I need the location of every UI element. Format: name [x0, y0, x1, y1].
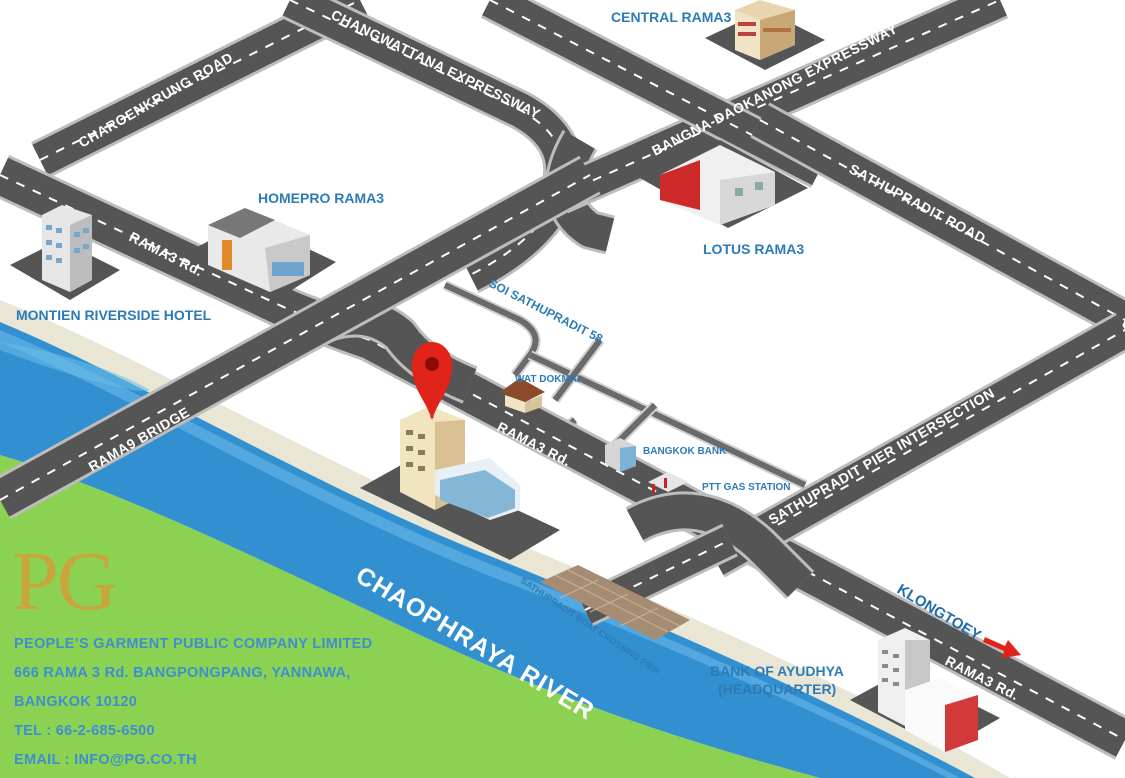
company-email[interactable]: EMAIL : INFO@PG.CO.TH	[14, 752, 197, 768]
label-sathupradit-road: SATHUPRADIT ROAD	[847, 161, 989, 247]
company-name: PEOPLE’S GARMENT PUBLIC COMPANY LIMITED	[14, 636, 373, 652]
label-bangkok-bank: BANGKOK BANK	[643, 446, 727, 457]
road-pier-flyover	[625, 491, 815, 600]
ptt-station	[648, 472, 688, 494]
boat-pier	[540, 565, 690, 640]
homepro-building	[208, 208, 310, 292]
direction-arrow	[983, 637, 1021, 658]
label-charoenkrung-road: CHAROENKRUNG ROAD	[76, 49, 236, 151]
label-wat-dokmai: WAT DOKMAI	[515, 374, 580, 385]
label-montien-hotel: MONTIEN RIVERSIDE HOTEL	[16, 307, 212, 323]
montien-building	[42, 205, 92, 292]
label-lotus-rama3: LOTUS RAMA3	[703, 241, 804, 257]
road-sathupradit	[750, 102, 1125, 338]
location-marker	[412, 342, 452, 420]
company-tel: TEL : 66-2-685-6500	[14, 723, 155, 739]
river-highlight	[0, 330, 960, 778]
grass-area	[0, 455, 820, 778]
road-rama9-bridge	[0, 155, 601, 520]
wat-dokmai-building	[500, 378, 545, 413]
label-bank-ayudhya-hq: (HEADQUARTER)	[718, 681, 836, 697]
river-wave-light	[0, 342, 150, 391]
pg-building	[400, 406, 520, 520]
central-building	[735, 0, 795, 60]
bangkok-bank-building	[605, 438, 636, 472]
company-info: PEOPLE’S GARMENT PUBLIC COMPANY LIMITED …	[14, 630, 372, 775]
chaophraya-river	[0, 322, 975, 778]
company-address-line2: BANGKOK 10120	[14, 694, 138, 710]
pier-grid	[554, 569, 681, 633]
label-homepro-rama3: HOMEPRO RAMA3	[258, 190, 384, 206]
road-pier-intersection	[705, 312, 1125, 578]
label-bank-ayudhya: BANK OF AYUDHYA	[710, 663, 844, 679]
label-pier-intersection: SATHUPRADIT PIER INTERSECTION	[766, 384, 998, 527]
label-ptt-gas-station: PTT GAS STATION	[702, 482, 791, 493]
label-central-rama3: CENTRAL RAMA3	[611, 9, 732, 25]
lotus-building	[660, 145, 775, 225]
road-bangna-expressway	[551, 0, 1009, 214]
company-address-line1: 666 RAMA 3 Rd. BANGPONGPANG, YANNAWA,	[14, 665, 351, 681]
pg-logo: PG	[12, 535, 117, 628]
ayudhya-building	[878, 628, 978, 752]
